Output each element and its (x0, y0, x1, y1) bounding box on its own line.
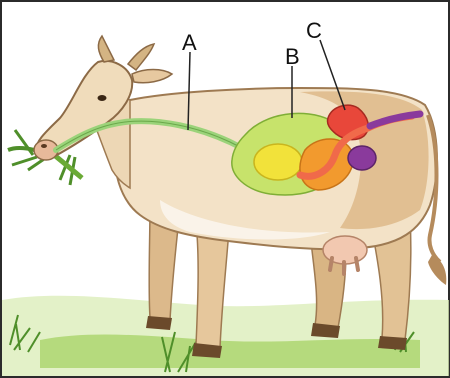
cow-nostril (41, 144, 47, 148)
label-c: C (306, 18, 322, 43)
reticulum (254, 144, 302, 180)
cow-eye (98, 95, 107, 101)
label-b: B (285, 44, 300, 69)
purple-organ (348, 146, 376, 170)
label-a: A (182, 30, 197, 55)
